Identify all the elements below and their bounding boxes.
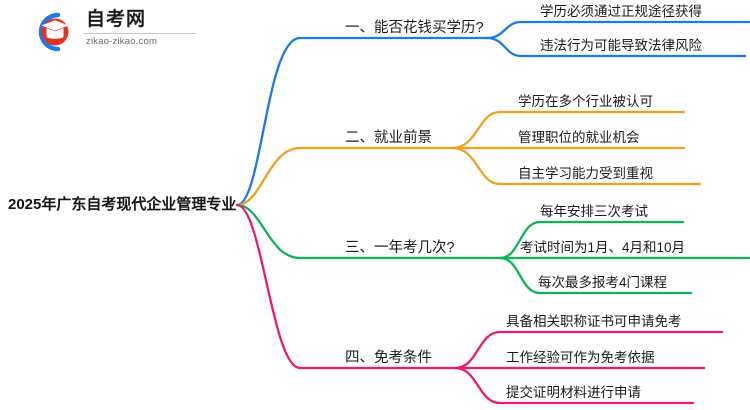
logo-mark-icon xyxy=(38,12,69,52)
leaf-node-4-3[interactable]: 提交证明材料进行申请 xyxy=(506,385,641,400)
branch-node-4[interactable]: 四、免考条件 xyxy=(345,350,432,366)
leaf-node-3-3[interactable]: 每次最多报考4门课程 xyxy=(538,275,668,290)
leaf-node-2-1[interactable]: 学历在多个行业被认可 xyxy=(518,94,653,109)
site-logo: 自考网 zikao-zikao.com xyxy=(28,8,198,54)
leaf-node-1-2[interactable]: 违法行为可能导致法律风险 xyxy=(540,38,702,53)
branch-node-3[interactable]: 三、一年考几次? xyxy=(345,240,455,256)
branch-node-2[interactable]: 二、就业前景 xyxy=(345,130,432,146)
connector-branch-1 xyxy=(235,20,750,207)
leaf-node-4-1[interactable]: 具备相关职称证书可申请免考 xyxy=(506,314,682,329)
connector-branch-4 xyxy=(235,203,724,405)
leaf-node-2-2[interactable]: 管理职位的就业机会 xyxy=(518,130,640,145)
logo-divider xyxy=(84,33,196,34)
root-node[interactable]: 2025年广东自考现代企业管理专业 xyxy=(8,196,237,213)
connector-branch-3 xyxy=(235,203,750,295)
connector-branch-2 xyxy=(235,110,702,207)
leaf-node-4-2[interactable]: 工作经验可作为免考依据 xyxy=(506,350,655,365)
logo-title: 自考网 xyxy=(86,9,147,30)
leaf-node-1-1[interactable]: 学历必须通过正规途径获得 xyxy=(540,4,702,19)
branch-node-1[interactable]: 一、能否花钱买学历? xyxy=(345,20,484,36)
logo-text-block: 自考网 zikao-zikao.com xyxy=(84,8,200,48)
logo-domain: zikao-zikao.com xyxy=(86,36,158,47)
leaf-node-3-2[interactable]: 考试时间为1月、4月和10月 xyxy=(520,240,686,255)
leaf-node-3-1[interactable]: 每年安排三次考试 xyxy=(540,204,648,219)
leaf-node-2-3[interactable]: 自主学习能力受到重视 xyxy=(518,166,653,181)
